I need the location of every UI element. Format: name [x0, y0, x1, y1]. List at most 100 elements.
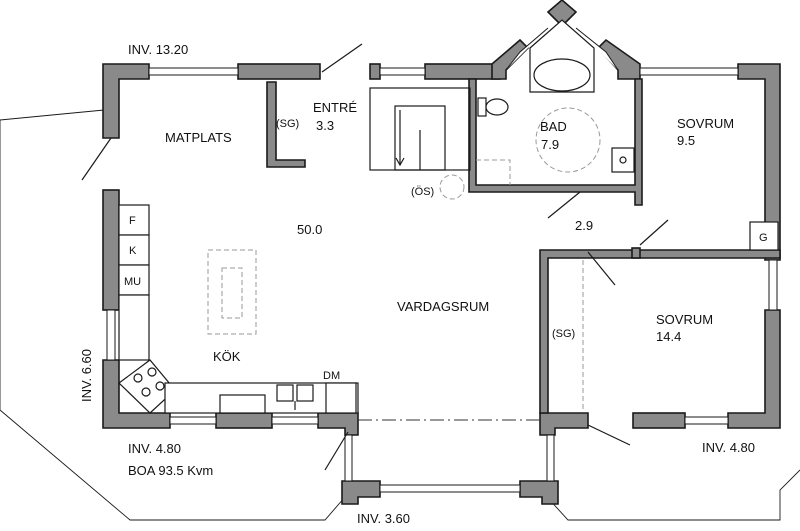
closet-g	[749, 221, 779, 251]
window-bay-diagonal-left	[505, 27, 549, 71]
label-sovrum-2-area: 14.4	[656, 329, 681, 344]
label-os: (ÖS)	[411, 186, 434, 198]
door-bedroom-2-outside	[587, 424, 631, 446]
door-bedroom-1	[639, 219, 669, 246]
stair-arrow-head	[395, 157, 405, 167]
window-top-2	[379, 67, 426, 76]
wall-top-segment-2	[424, 63, 501, 80]
label-main-area: 50.0	[297, 222, 322, 237]
toilet-tank	[477, 97, 487, 117]
wall-top-right-corner	[737, 63, 781, 261]
terrace-outline	[0, 109, 800, 521]
terrace-west	[0, 109, 346, 521]
window-bottom-3	[684, 416, 729, 425]
coat-rack-circle	[439, 174, 465, 200]
dim-bottom: INV. 3.60	[357, 511, 410, 526]
sink-right	[296, 384, 314, 402]
wall-left-middle	[102, 189, 120, 311]
kitchen-island-inner	[221, 267, 243, 319]
window-bay-side-left	[344, 434, 353, 482]
window-right	[768, 259, 778, 311]
bath-turning-circle	[535, 107, 601, 173]
burner-4	[155, 381, 165, 391]
wall-lower-bay-right	[519, 480, 559, 505]
label-kok: KÖK	[213, 349, 241, 364]
bathtub	[529, 19, 595, 93]
bathroom-fixtures	[476, 19, 635, 185]
burner-1	[133, 373, 143, 383]
label-sovrum-2: SOVRUM	[656, 312, 713, 327]
label-f: F	[129, 215, 136, 227]
kitchen-island-outline	[207, 249, 257, 335]
shower-area	[476, 159, 511, 185]
label-vardagsrum: VARDAGSRUM	[397, 299, 489, 314]
window-lower-bay	[379, 484, 521, 493]
wall-bay-left	[491, 38, 530, 80]
label-entre-area: 3.3	[316, 118, 334, 133]
window-left	[106, 309, 116, 361]
door-front	[321, 43, 363, 73]
sink-left	[276, 384, 294, 402]
label-bad: BAD	[540, 119, 567, 134]
wall-bottom-segment-3	[539, 412, 589, 436]
wall-entre-closet	[266, 81, 306, 168]
window-bay-diagonal-right	[575, 27, 619, 71]
doors	[81, 43, 669, 471]
wall-bottom-segment-1	[215, 412, 273, 429]
door-bedroom-2	[587, 251, 616, 286]
label-sg-entre: (SG)	[276, 118, 299, 130]
microwave-box	[118, 264, 150, 296]
label-g: G	[759, 232, 768, 244]
window-top-3	[639, 67, 739, 76]
dim-bottom-left: INV. 4.80	[128, 441, 181, 456]
wall-bottom-right-corner	[727, 309, 781, 429]
label-k: K	[129, 245, 137, 257]
window-bottom-2	[271, 416, 319, 425]
label-sovrum-1-area: 9.5	[677, 133, 695, 148]
door-terrace-bottom	[324, 431, 349, 471]
dim-top: INV. 13.20	[128, 42, 188, 57]
dim-bottom-right: INV. 4.80	[702, 440, 755, 455]
window-bay-side-right	[546, 434, 555, 482]
staircase	[369, 87, 471, 171]
wall-stub	[631, 247, 641, 259]
wall-top-segment-1	[237, 63, 321, 80]
wall-top-post	[369, 63, 381, 80]
toilet-bowl	[485, 98, 509, 116]
bathtub-basin	[533, 58, 591, 92]
wall-lower-bay-left	[341, 480, 381, 505]
burner-3	[141, 387, 151, 397]
door-bathroom	[547, 191, 581, 219]
bath-sink-drain	[619, 156, 627, 164]
burner-2	[147, 367, 157, 377]
window-top-1	[148, 67, 239, 76]
freezer-box	[118, 234, 150, 266]
label-entre: ENTRÉ	[313, 100, 357, 115]
wall-bottom-segment-4	[632, 412, 686, 429]
fridge-box	[118, 204, 150, 236]
wall-bedroom-2	[539, 249, 781, 414]
dim-left: INV. 6.60	[79, 349, 94, 402]
wall-bay-right	[596, 38, 641, 80]
window-bottom-1	[169, 416, 217, 425]
wall-bottom-segment-2	[317, 412, 359, 436]
door-terrace-left	[81, 137, 112, 181]
oven	[219, 394, 266, 414]
label-sovrum-1: SOVRUM	[677, 116, 734, 131]
boa-area: BOA 93.5 Kvm	[128, 463, 213, 478]
wall-top-left-corner	[102, 63, 150, 139]
terrace-east	[546, 469, 800, 521]
kitchen	[118, 204, 359, 414]
label-matplats: MATPLATS	[165, 130, 232, 145]
label-sg-sovrum: (SG)	[552, 328, 575, 340]
label-bad-area: 7.9	[541, 137, 559, 152]
wall-bay-top	[546, 0, 578, 28]
label-hall-area: 2.9	[575, 218, 593, 233]
counter-left	[118, 294, 150, 361]
label-mu: MU	[124, 276, 141, 288]
bath-sink	[611, 147, 635, 173]
label-dm: DM	[323, 370, 340, 382]
windows	[106, 27, 778, 493]
dishwasher	[325, 382, 357, 414]
